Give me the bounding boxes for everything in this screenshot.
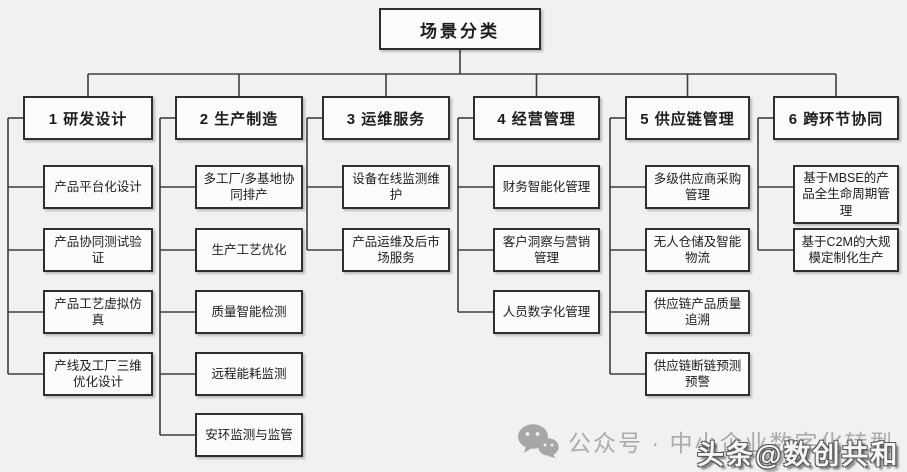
tree-child-node: 安环监测与监管 <box>195 413 303 457</box>
tree-child-node: 远程能耗监测 <box>195 352 303 396</box>
tree-child-node: 基于MBSE的产品全生命周期管理 <box>793 165 899 224</box>
tree-child-node: 生产工艺优化 <box>195 228 303 272</box>
tree-child-node: 供应链断链预测预警 <box>645 352 750 396</box>
tree-header-node: 6 跨环节协同 <box>773 96 899 140</box>
tree-child-node: 产品平台化设计 <box>43 165 153 209</box>
tree-header-node: 5 供应链管理 <box>625 96 750 140</box>
tree-child-node: 基于C2M的大规模定制化生产 <box>793 228 899 272</box>
wechat-watermark: 公众号 · 中小企业数字化转型 <box>517 423 894 458</box>
tree-header-node: 3 运维服务 <box>322 96 450 140</box>
root-node: 场景分类 <box>379 8 541 50</box>
tree-header-node: 2 生产制造 <box>175 96 303 140</box>
wechat-watermark-text: 公众号 · 中小企业数字化转型 <box>568 429 895 456</box>
toutiao-watermark: 头条@数创共和 <box>697 440 900 470</box>
tree-child-node: 产品工艺虚拟仿真 <box>43 290 153 334</box>
tree-child-node: 产品协同测试验证 <box>43 228 153 272</box>
tree-child-node: 人员数字化管理 <box>493 290 600 334</box>
tree-child-node: 质量智能检测 <box>195 290 303 334</box>
tree-child-node: 供应链产品质量追溯 <box>645 290 750 334</box>
tree-header-node: 1 研发设计 <box>23 96 153 140</box>
tree-child-node: 产品运维及后市场服务 <box>342 228 450 272</box>
tree-child-node: 客户洞察与营销管理 <box>493 228 600 272</box>
tree-child-node: 无人仓储及智能物流 <box>645 228 750 272</box>
wechat-icon <box>518 424 559 458</box>
tree-child-node: 设备在线监测维护 <box>342 165 450 209</box>
tree-child-node: 产线及工厂三维优化设计 <box>43 352 153 396</box>
tree-child-node: 多工厂/多基地协同排产 <box>195 165 303 209</box>
tree-header-node: 4 经营管理 <box>473 96 600 140</box>
tree-child-node: 财务智能化管理 <box>493 165 600 209</box>
tree-child-node: 多级供应商采购管理 <box>645 165 750 209</box>
